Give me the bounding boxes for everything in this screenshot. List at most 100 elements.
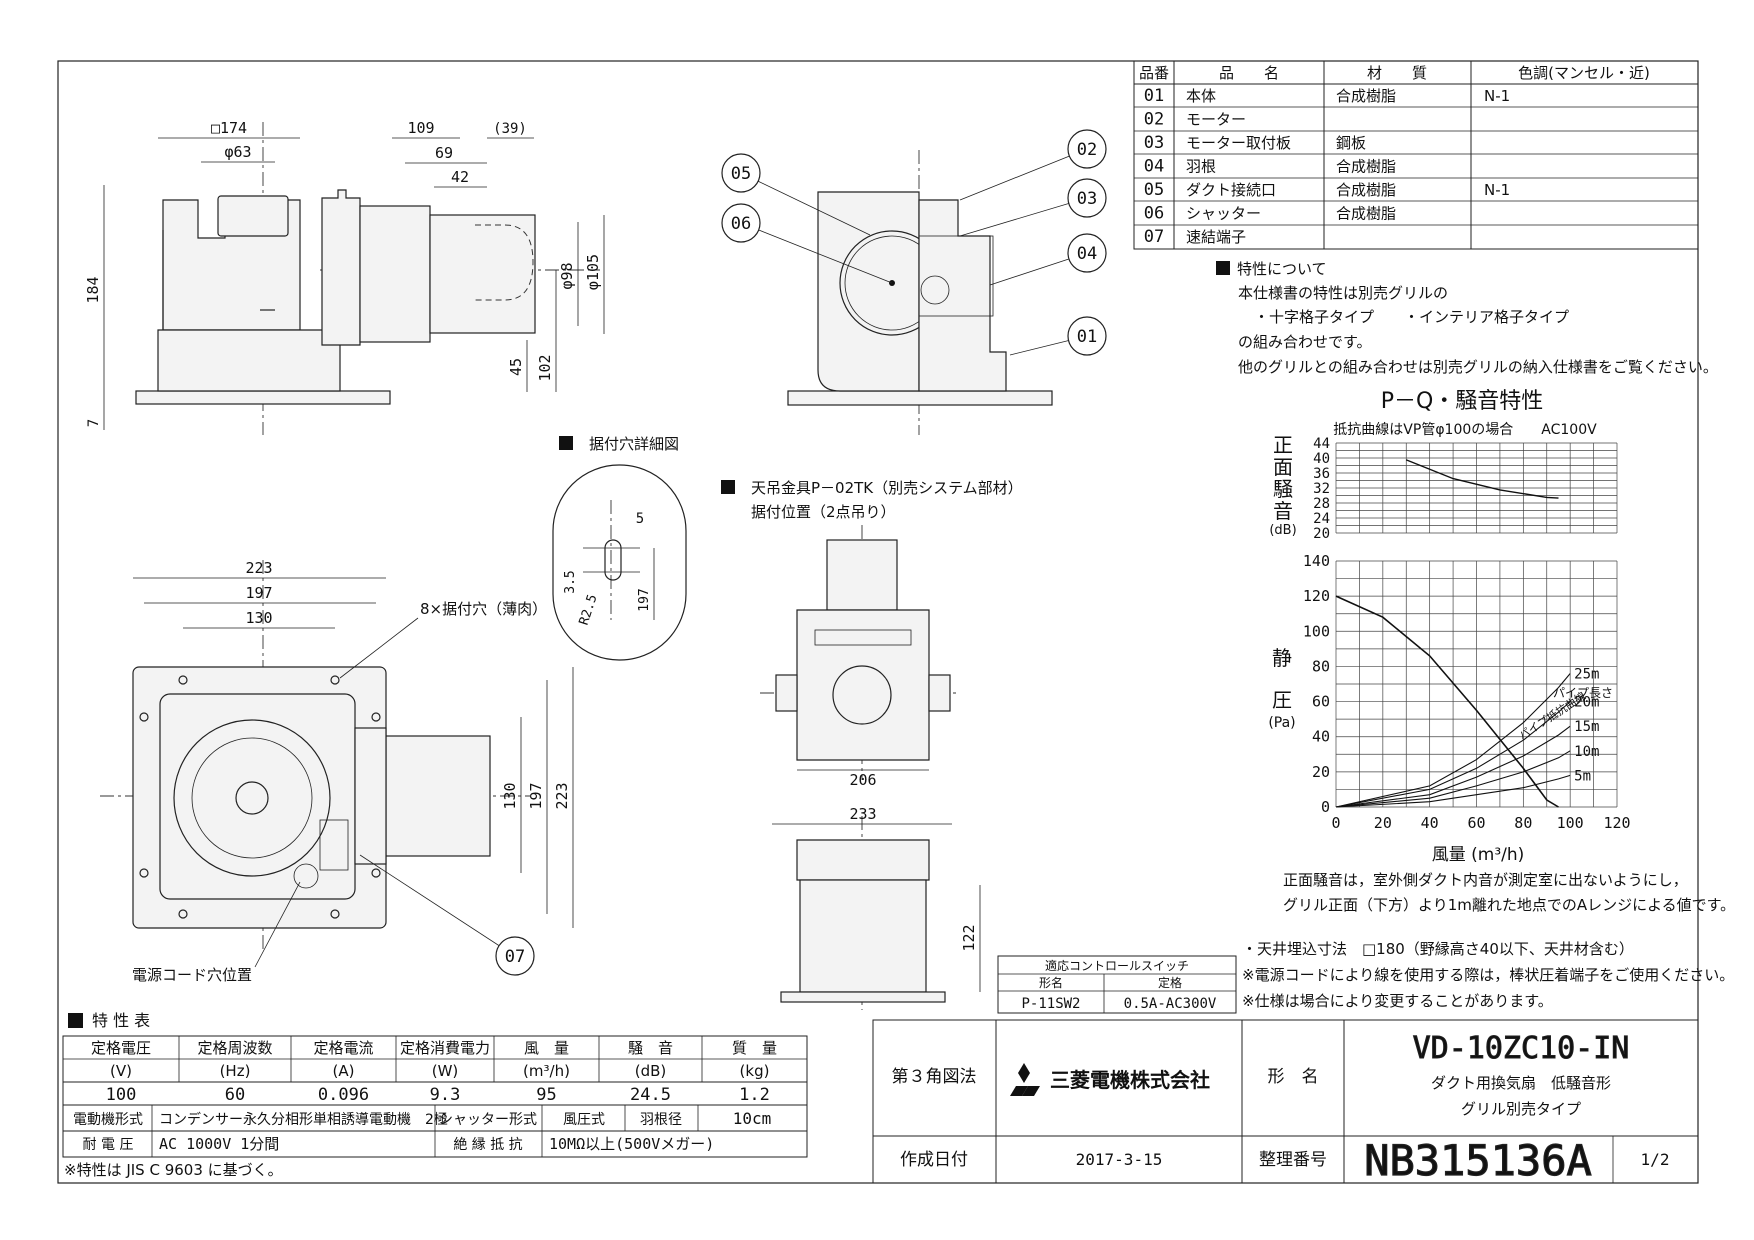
company-name: 三菱電機株式会社 <box>1050 1068 1210 1092</box>
pq-xtick: 20 <box>1374 814 1392 832</box>
spec-value: 100 <box>106 1085 137 1105</box>
install-note-1: ・天井埋込寸法 □180（野縁高さ40以下、天井材含む） <box>1242 940 1634 958</box>
spec-header: 定格周波数 <box>197 1039 272 1057</box>
dim-197-detail: 197 <box>637 588 652 611</box>
hanger-bullet-icon <box>721 480 735 494</box>
svg-text:騒: 騒 <box>1273 477 1293 501</box>
callout-bubble <box>1067 316 1107 356</box>
resistance-curve <box>1335 673 1571 808</box>
parts-header-no: 品番 <box>1139 64 1169 82</box>
parts-cell: N-1 <box>1484 181 1510 199</box>
spec-value: 95 <box>536 1085 556 1105</box>
pq-ytick: 0 <box>1321 798 1330 816</box>
callout-bubble <box>721 203 761 243</box>
parts-cell: 羽根 <box>1186 158 1216 176</box>
dim-223-height: 223 <box>553 782 571 809</box>
switch-rating: 0.5A-AC300V <box>1124 996 1217 1012</box>
projection-method: 第３角図法 <box>892 1067 977 1087</box>
cutaway-view <box>787 150 1053 435</box>
noise-ytick: 24 <box>1313 511 1330 527</box>
svg-text:面: 面 <box>1273 455 1293 479</box>
detail-bullet-icon <box>559 436 573 450</box>
spec-header: 騒 音 <box>628 1039 673 1057</box>
callout-number: 02 <box>1077 140 1097 160</box>
parts-cell: 02 <box>1144 110 1164 130</box>
chart-note-1: 正面騒音は，室外側ダクト内音が測定室に出ないようにし， <box>1283 871 1688 889</box>
callout-number: 04 <box>1077 244 1097 264</box>
pq-xtick: 40 <box>1421 814 1439 832</box>
svg-text:静: 静 <box>1272 646 1292 670</box>
switch-header-rating: 定格 <box>1158 975 1182 990</box>
doc-number-label: 整理番号 <box>1259 1150 1327 1170</box>
spec-value: 1.2 <box>739 1085 770 1105</box>
dim-130-width: 130 <box>245 609 272 627</box>
spec-unit: (kg) <box>740 1062 770 1080</box>
dim-109: 109 <box>407 119 434 137</box>
dim-r2-5: R2.5 <box>577 593 601 627</box>
chart-note-2: グリル正面（下方）より1m離れた地点でのAレンジによる値です。 <box>1283 896 1735 914</box>
noise-ytick: 20 <box>1313 526 1330 542</box>
resistance-curve-label: 15m <box>1574 719 1599 735</box>
note-bullet-icon <box>1216 261 1230 275</box>
dim-197-width: 197 <box>245 584 272 602</box>
mounting-hole-icon <box>139 675 381 919</box>
dim-174: □174 <box>211 119 247 137</box>
pq-ytick: 20 <box>1312 763 1330 781</box>
parts-cell: シャッター <box>1186 205 1261 223</box>
hanger-title: 天吊金具P－02TK（別売システム部材） <box>751 479 1023 497</box>
switch-header-model: 形名 <box>1039 975 1063 990</box>
spec-unit: (V) <box>110 1062 132 1080</box>
spec-value: 24.5 <box>630 1085 671 1105</box>
model-desc-2: グリル別売タイプ <box>1461 1100 1581 1118</box>
callout-bubble <box>495 936 535 976</box>
notes-line-3: の組み合わせです。 <box>1238 333 1372 351</box>
side-view: □174 φ63 109 (39) 69 42 184 7 45 102 φ98… <box>84 119 605 435</box>
page-number: 1/2 <box>1641 1150 1670 1169</box>
dim-233: 233 <box>849 805 876 823</box>
shutter-type-value: 風圧式 <box>563 1112 605 1128</box>
pq-xlabel: 風量 (m³/h) <box>1432 845 1525 865</box>
pq-curve <box>1335 595 1559 808</box>
cord-hole-label: 電源コード穴位置 <box>132 966 252 984</box>
insulation-label: 絶 縁 抵 抗 <box>453 1137 522 1153</box>
dim-phi105: φ105 <box>584 254 602 290</box>
pq-ytick: 40 <box>1312 728 1330 746</box>
callout-number: 03 <box>1077 189 1097 209</box>
chart-notes: 正面騒音は，室外側ダクト内音が測定室に出ないようにし， グリル正面（下方）より1… <box>1283 871 1735 914</box>
blade-dia-value: 10cm <box>733 1109 772 1128</box>
hanger-views: 天吊金具P－02TK（別売システム部材） 据付位置（2点吊り） 206 233 … <box>721 479 1023 1010</box>
dim-69: 69 <box>435 144 453 162</box>
holes-label: 8×据付穴（薄肉） <box>420 600 547 618</box>
spec-header: 定格電流 <box>313 1039 373 1057</box>
install-note-3: ※仕様は場合により変更することがあります。 <box>1242 992 1553 1010</box>
spec-unit: (A) <box>333 1062 355 1080</box>
pq-ytick: 80 <box>1312 657 1330 675</box>
spec-header: 風 量 <box>524 1039 569 1057</box>
dim-5: 5 <box>636 511 644 527</box>
svg-text:(dB): (dB) <box>1269 523 1296 538</box>
dim-39: (39) <box>493 121 527 137</box>
spec-header: 質 量 <box>732 1039 777 1057</box>
spec-unit: (m³/h) <box>523 1062 570 1080</box>
noise-ytick: 32 <box>1313 481 1330 497</box>
dim-130-height: 130 <box>501 782 519 809</box>
switch-table: 適応コントロールスイッチ 形名 定格 P-11SW2 0.5A-AC300V <box>997 955 1237 1014</box>
pq-ylabel: 静 圧 (Pa) <box>1268 646 1295 731</box>
pq-xtick: 0 <box>1331 814 1340 832</box>
blade-dia-label: 羽根径 <box>640 1112 682 1128</box>
svg-text:音: 音 <box>1273 499 1293 523</box>
parts-header-color: 色調(マンセル・近) <box>1518 64 1650 82</box>
parts-cell: 本体 <box>1186 87 1216 105</box>
dim-206: 206 <box>849 771 876 789</box>
spec-bullet-icon <box>68 1013 83 1028</box>
dim-42: 42 <box>451 168 469 186</box>
switch-model: P-11SW2 <box>1021 996 1080 1012</box>
install-notes: ・天井埋込寸法 □180（野縁高さ40以下、天井材含む） ※電源コードにより線を… <box>1242 940 1734 1010</box>
spec-header: 定格消費電力 <box>400 1039 490 1057</box>
callout-number: 06 <box>731 214 751 234</box>
pq-chart-grid <box>1335 560 1618 808</box>
dim-3-5: 3.5 <box>563 570 578 593</box>
title-block: 第３角図法 三菱電機株式会社 形 名 VD-10ZC10-IN ダクト用換気扇 … <box>872 1019 1699 1186</box>
creation-date: 2017-3-15 <box>1076 1150 1163 1169</box>
